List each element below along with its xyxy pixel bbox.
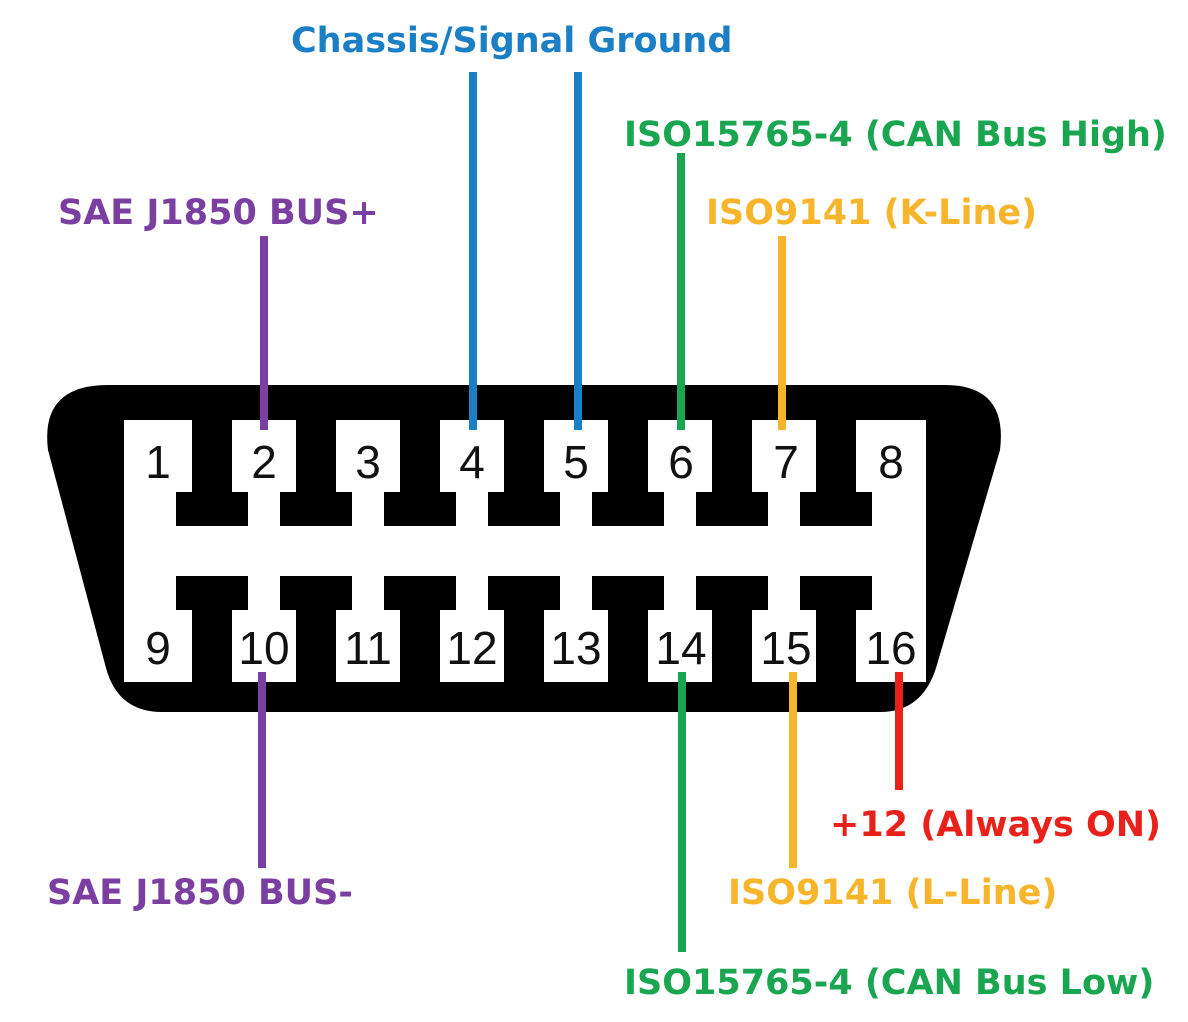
pin-2: 2 (251, 436, 277, 488)
pin-15: 15 (760, 622, 811, 674)
label-sae-j1850-bus-plus: SAE J1850 BUS+ (58, 193, 379, 233)
pin-3: 3 (355, 436, 381, 488)
pin-8: 8 (878, 436, 904, 488)
pin-6: 6 (668, 436, 694, 488)
bottom-separators (176, 576, 872, 610)
pin-14: 14 (655, 622, 706, 674)
pin-4: 4 (459, 436, 485, 488)
connector-cavity (124, 420, 926, 682)
label-l-line: ISO9141 (L-Line) (728, 873, 1058, 913)
pin-5: 5 (563, 436, 589, 488)
pin-10: 10 (238, 622, 289, 674)
pin-11: 11 (344, 622, 392, 674)
top-separators (176, 492, 872, 526)
pin-9: 9 (145, 622, 171, 674)
label-k-line: ISO9141 (K-Line) (706, 193, 1038, 233)
pin-12: 12 (446, 622, 497, 674)
label-power-12v: +12 (Always ON) (830, 805, 1162, 845)
pin-16: 16 (865, 622, 916, 674)
label-can-bus-low: ISO15765-4 (CAN Bus Low) (624, 963, 1155, 1003)
pin-1: 1 (145, 436, 171, 488)
label-sae-j1850-bus-minus: SAE J1850 BUS- (47, 873, 353, 913)
pin-7: 7 (773, 436, 799, 488)
pin-13: 13 (550, 622, 601, 674)
label-can-bus-high: ISO15765-4 (CAN Bus High) (624, 115, 1167, 155)
label-chassis-signal-ground: Chassis/Signal Ground (291, 21, 733, 61)
